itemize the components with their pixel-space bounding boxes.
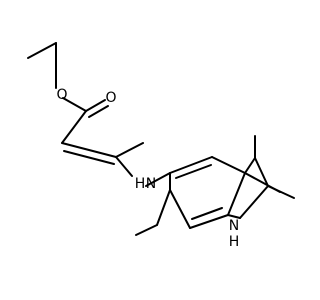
bond-ring-5 (169, 189, 191, 229)
bond-pyrrole-n-c7a (227, 214, 241, 219)
bond-alkene-nh (115, 156, 133, 177)
atom-label-o-carbonyl: O (105, 90, 116, 106)
bond-ring-4-inner (191, 207, 223, 220)
bond-carbonyl-alkene (61, 110, 87, 144)
atom-label-o-ester: O (56, 87, 67, 103)
bond-aryl-methyl (156, 189, 171, 226)
atom-label-h-indole: H (229, 234, 240, 250)
atom-label-h-amine: H (135, 176, 146, 192)
bond-ring-1-inner (175, 164, 212, 179)
bond-ring-2 (211, 156, 246, 174)
bond-pyrrole-c3-up (244, 157, 256, 174)
bond-alkene-double-b (63, 150, 115, 165)
molecule-structure: O O H N N H (27, 42, 295, 250)
bond-nh-aryl (145, 172, 171, 187)
bond-alkene-double-a (61, 142, 117, 158)
bond-o-ester-carbonyl (62, 97, 87, 112)
molecule-canvas: O O H N N H (27, 42, 295, 250)
bond-alkene-methyl (115, 142, 144, 158)
bond-carbonyl-double-b (88, 105, 109, 118)
bond-pyrrole-c2-n (239, 185, 269, 219)
bond-ring-4 (189, 214, 229, 229)
bond-ring-1 (169, 156, 213, 174)
atom-label-n-amine: N (146, 176, 156, 192)
atom-label-n-indole: N (229, 218, 239, 234)
bond-ch3-ch2 (27, 42, 57, 59)
bond-c2-methyl (267, 185, 295, 199)
bond-aryl-methyl-end (135, 224, 158, 236)
bond-ring-3 (227, 172, 246, 216)
bond-pyrrole-c3-c2 (254, 157, 269, 187)
bond-carbonyl-double-a (85, 99, 106, 112)
